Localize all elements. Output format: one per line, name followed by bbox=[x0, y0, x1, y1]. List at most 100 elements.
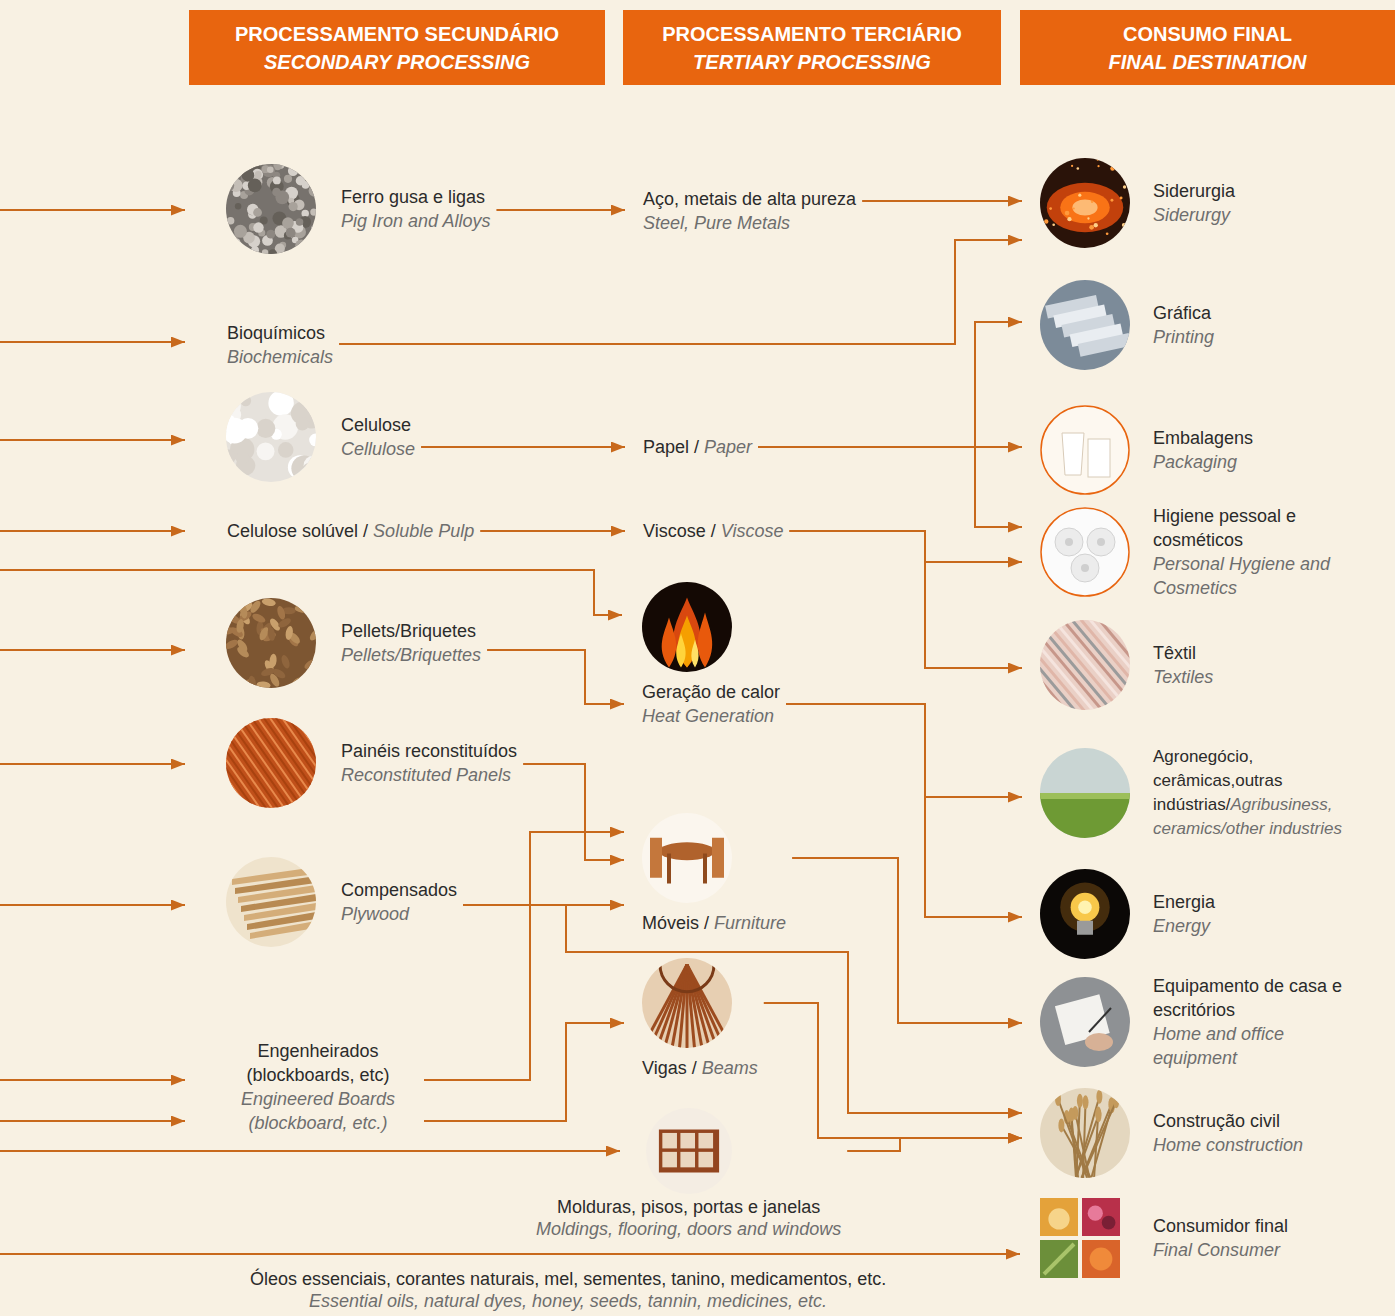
photo-icon bbox=[642, 958, 732, 1048]
product-node: Geração de calorHeat Generation bbox=[642, 582, 780, 728]
label-text: Engineered Boards (blockboard, etc.) bbox=[218, 1087, 418, 1135]
photo-icon bbox=[226, 718, 316, 808]
product-node: Viscose /Viscose bbox=[643, 519, 783, 543]
product-node: Pellets/BriquetesPellets/Briquettes bbox=[226, 598, 481, 688]
label-text: Printing bbox=[1153, 325, 1368, 349]
photo-icon bbox=[226, 164, 316, 254]
label-text: Têxtil bbox=[1153, 641, 1368, 665]
text-group: TêxtilTextiles bbox=[1153, 641, 1368, 689]
destination-node: EnergiaEnergy bbox=[1040, 869, 1368, 959]
photo-icon bbox=[1040, 405, 1130, 495]
column-header: CONSUMO FINALFINAL DESTINATION bbox=[1020, 10, 1395, 85]
photo-icon bbox=[1040, 1198, 1120, 1278]
photo-icon bbox=[646, 1108, 732, 1194]
flow-connector bbox=[789, 531, 1022, 668]
label-text: Gráfica bbox=[1153, 301, 1368, 325]
photo-icon bbox=[226, 857, 316, 947]
label-text: Molduras, pisos, portas e janelas bbox=[536, 1196, 841, 1218]
photo-icon bbox=[642, 813, 732, 903]
product-node: Ferro gusa e ligasPig Iron and Alloys bbox=[226, 164, 490, 254]
column-header: PROCESSAMENTO SECUNDÁRIOSECONDARY PROCES… bbox=[189, 10, 605, 85]
label-text: Consumidor final bbox=[1153, 1214, 1368, 1238]
label-text: Biochemicals bbox=[227, 345, 333, 369]
label-text: Soluble Pulp bbox=[373, 521, 474, 541]
product-node: Vigas /Beams bbox=[642, 958, 758, 1080]
flow-connector bbox=[847, 1138, 1022, 1151]
destination-node: EmbalagensPackaging bbox=[1040, 405, 1368, 495]
feed-line bbox=[0, 763, 185, 765]
feed-line bbox=[0, 439, 185, 441]
photo-icon bbox=[1040, 977, 1130, 1067]
text-group: CeluloseCellulose bbox=[341, 413, 415, 461]
text-group: Engenheirados (blockboards, etc)Engineer… bbox=[218, 1039, 418, 1135]
photo-icon bbox=[226, 857, 316, 947]
photo-icon bbox=[1040, 507, 1130, 597]
destination-node: Construção civilHome construction bbox=[1040, 1088, 1368, 1178]
product-node: Celulose solúvel /Soluble Pulp bbox=[227, 519, 474, 543]
photo-icon bbox=[1040, 977, 1130, 1067]
flow-connector bbox=[487, 650, 624, 704]
product-node: Painéis reconstituídosReconstituted Pane… bbox=[226, 718, 517, 808]
text-group: PROCESSAMENTO TERCIÁRIOTERTIARY PROCESSI… bbox=[623, 20, 1001, 76]
photo-icon bbox=[1040, 620, 1130, 710]
photo-icon bbox=[642, 813, 732, 903]
text-group: SiderurgiaSiderurgy bbox=[1153, 179, 1368, 227]
text-group: Aço, metais de alta purezaSteel, Pure Me… bbox=[643, 187, 856, 235]
column-header: PROCESSAMENTO TERCIÁRIOTERTIARY PROCESSI… bbox=[623, 10, 1001, 85]
text-group: Pellets/BriquetesPellets/Briquettes bbox=[341, 619, 481, 667]
label-text: Siderurgia bbox=[1153, 179, 1368, 203]
text-group: Construção civilHome construction bbox=[1153, 1109, 1368, 1157]
feed-line bbox=[0, 1150, 620, 1152]
text-group: Viscose /Viscose bbox=[643, 519, 783, 543]
note-text: Óleos essenciais, corantes naturais, mel… bbox=[250, 1268, 886, 1290]
text-group: Painéis reconstituídosReconstituted Pane… bbox=[341, 739, 517, 787]
label-text: Papel / bbox=[643, 437, 699, 457]
text-group: EnergiaEnergy bbox=[1153, 890, 1368, 938]
photo-icon bbox=[1040, 158, 1130, 248]
photo-icon bbox=[1040, 1198, 1120, 1278]
flow-connector bbox=[424, 1023, 624, 1121]
label-text: Reconstituted Panels bbox=[341, 763, 517, 787]
photo-icon bbox=[226, 392, 316, 482]
header-text: PROCESSAMENTO SECUNDÁRIO bbox=[189, 20, 605, 48]
label-text: Vigas / bbox=[642, 1058, 697, 1078]
label-text: Viscose bbox=[721, 521, 784, 541]
label-text: Higiene pessoal e cosméticos bbox=[1153, 504, 1368, 552]
label-text: Compensados bbox=[341, 878, 457, 902]
flow-connector bbox=[463, 905, 1022, 1113]
feed-line bbox=[0, 1120, 185, 1122]
destination-node: Higiene pessoal e cosméticosPersonal Hyg… bbox=[1040, 504, 1368, 600]
label-text: Bioquímicos bbox=[227, 321, 333, 345]
product-node: CompensadosPlywood bbox=[226, 857, 457, 947]
header-text: CONSUMO FINAL bbox=[1020, 20, 1395, 48]
flow-connector bbox=[339, 240, 1022, 344]
photo-icon bbox=[642, 582, 732, 672]
label-text: Steel, Pure Metals bbox=[643, 211, 856, 235]
header-text: TERTIARY PROCESSING bbox=[623, 48, 1001, 76]
text-group: Móveis /Furniture bbox=[642, 911, 786, 935]
flow-connector bbox=[789, 531, 1022, 562]
photo-icon bbox=[1040, 869, 1130, 959]
text-group: Ferro gusa e ligasPig Iron and Alloys bbox=[341, 185, 490, 233]
photo-icon bbox=[226, 164, 316, 254]
photo-icon bbox=[642, 958, 732, 1048]
text-group: Celulose solúvel /Soluble Pulp bbox=[227, 519, 474, 543]
label-text: Energia bbox=[1153, 890, 1368, 914]
label-text: Geração de calor bbox=[642, 680, 780, 704]
text-group: Papel /Paper bbox=[643, 435, 752, 459]
label-text: Embalagens bbox=[1153, 426, 1368, 450]
photo-icon bbox=[1040, 748, 1130, 838]
photo-icon bbox=[1040, 869, 1130, 959]
label-text: Moldings, flooring, doors and windows bbox=[536, 1218, 841, 1240]
label-text: Siderurgy bbox=[1153, 203, 1368, 227]
text-group: Equipamento de casa e escritóriosHome an… bbox=[1153, 974, 1368, 1070]
destination-node: SiderurgiaSiderurgy bbox=[1040, 158, 1368, 248]
label-text: Pig Iron and Alloys bbox=[341, 209, 490, 233]
feed-line bbox=[0, 904, 185, 906]
photo-icon bbox=[1040, 1088, 1130, 1178]
destination-node: Equipamento de casa e escritóriosHome an… bbox=[1040, 974, 1368, 1070]
header-text: SECONDARY PROCESSING bbox=[189, 48, 605, 76]
label-text: Celulose solúvel / bbox=[227, 521, 368, 541]
photo-icon bbox=[1040, 507, 1130, 597]
